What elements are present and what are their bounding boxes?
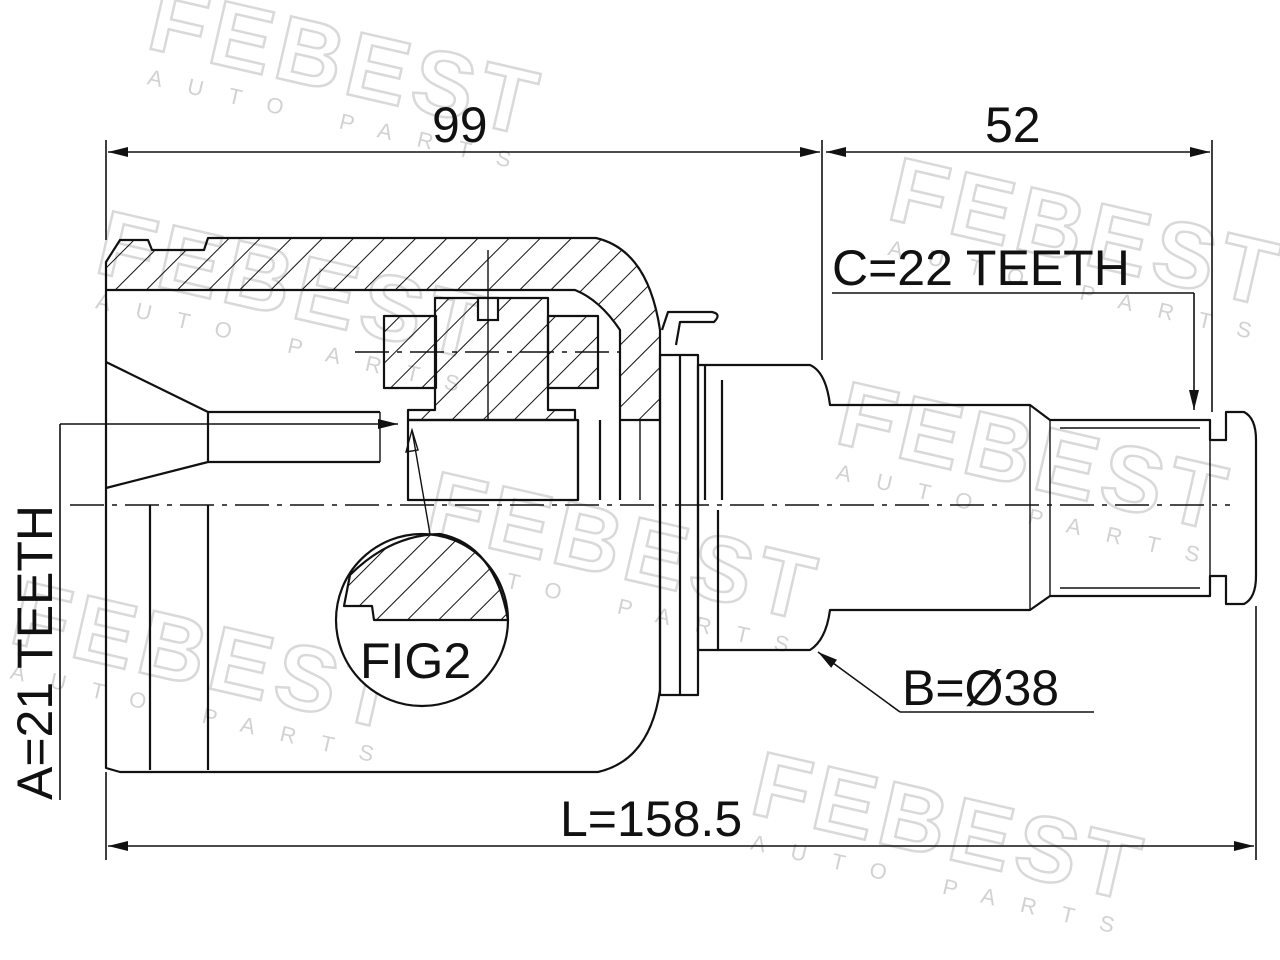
- output-shaft: [696, 363, 1258, 652]
- diameter-b-callout: B=Ø38: [817, 651, 1094, 716]
- dimension-99: 99: [105, 97, 823, 360]
- diameter-b-label: B=Ø38: [902, 660, 1059, 716]
- fig2-label: FIG2: [360, 633, 471, 689]
- tripod-hub: [355, 250, 641, 502]
- dimension-99-label: 99: [432, 97, 488, 153]
- dimension-total: L=158.5: [105, 606, 1257, 860]
- spline-a-label: A=21 TEETH: [7, 505, 63, 800]
- dimension-52-label: 52: [985, 97, 1041, 153]
- dimension-total-label: L=158.5: [560, 791, 742, 847]
- spline-c-label: C=22 TEETH: [832, 240, 1130, 296]
- joint-housing: [104, 236, 662, 774]
- spline-a-callout: A=21 TEETH: [7, 419, 398, 800]
- spline-c-callout: C=22 TEETH: [832, 240, 1199, 410]
- fig2-detail: FIG2: [334, 427, 510, 708]
- dimension-52: 52: [826, 97, 1213, 412]
